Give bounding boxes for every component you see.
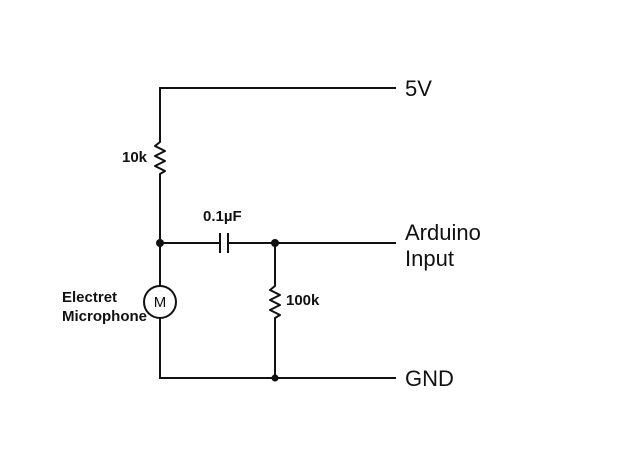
capacitor-0-1uf <box>219 233 229 253</box>
supply-label: 5V <box>405 76 432 101</box>
r100k-label: 100k <box>286 292 320 309</box>
mic-label-line2: Microphone <box>62 308 147 325</box>
supply-rail <box>159 87 396 139</box>
mic-letter: M <box>154 294 167 311</box>
ground-label: GND <box>405 366 454 391</box>
microphone-symbol: M <box>143 285 177 319</box>
resistor-100k <box>269 282 281 322</box>
r10k-label: 10k <box>122 149 148 166</box>
mic-label-line1: Electret <box>62 289 117 306</box>
output-label-line2: Input <box>405 246 454 271</box>
output-label-line1: Arduino <box>405 220 481 245</box>
resistor-10k <box>154 138 166 178</box>
junction-ground <box>271 374 279 382</box>
capacitor-label: 0.1µF <box>203 208 242 225</box>
